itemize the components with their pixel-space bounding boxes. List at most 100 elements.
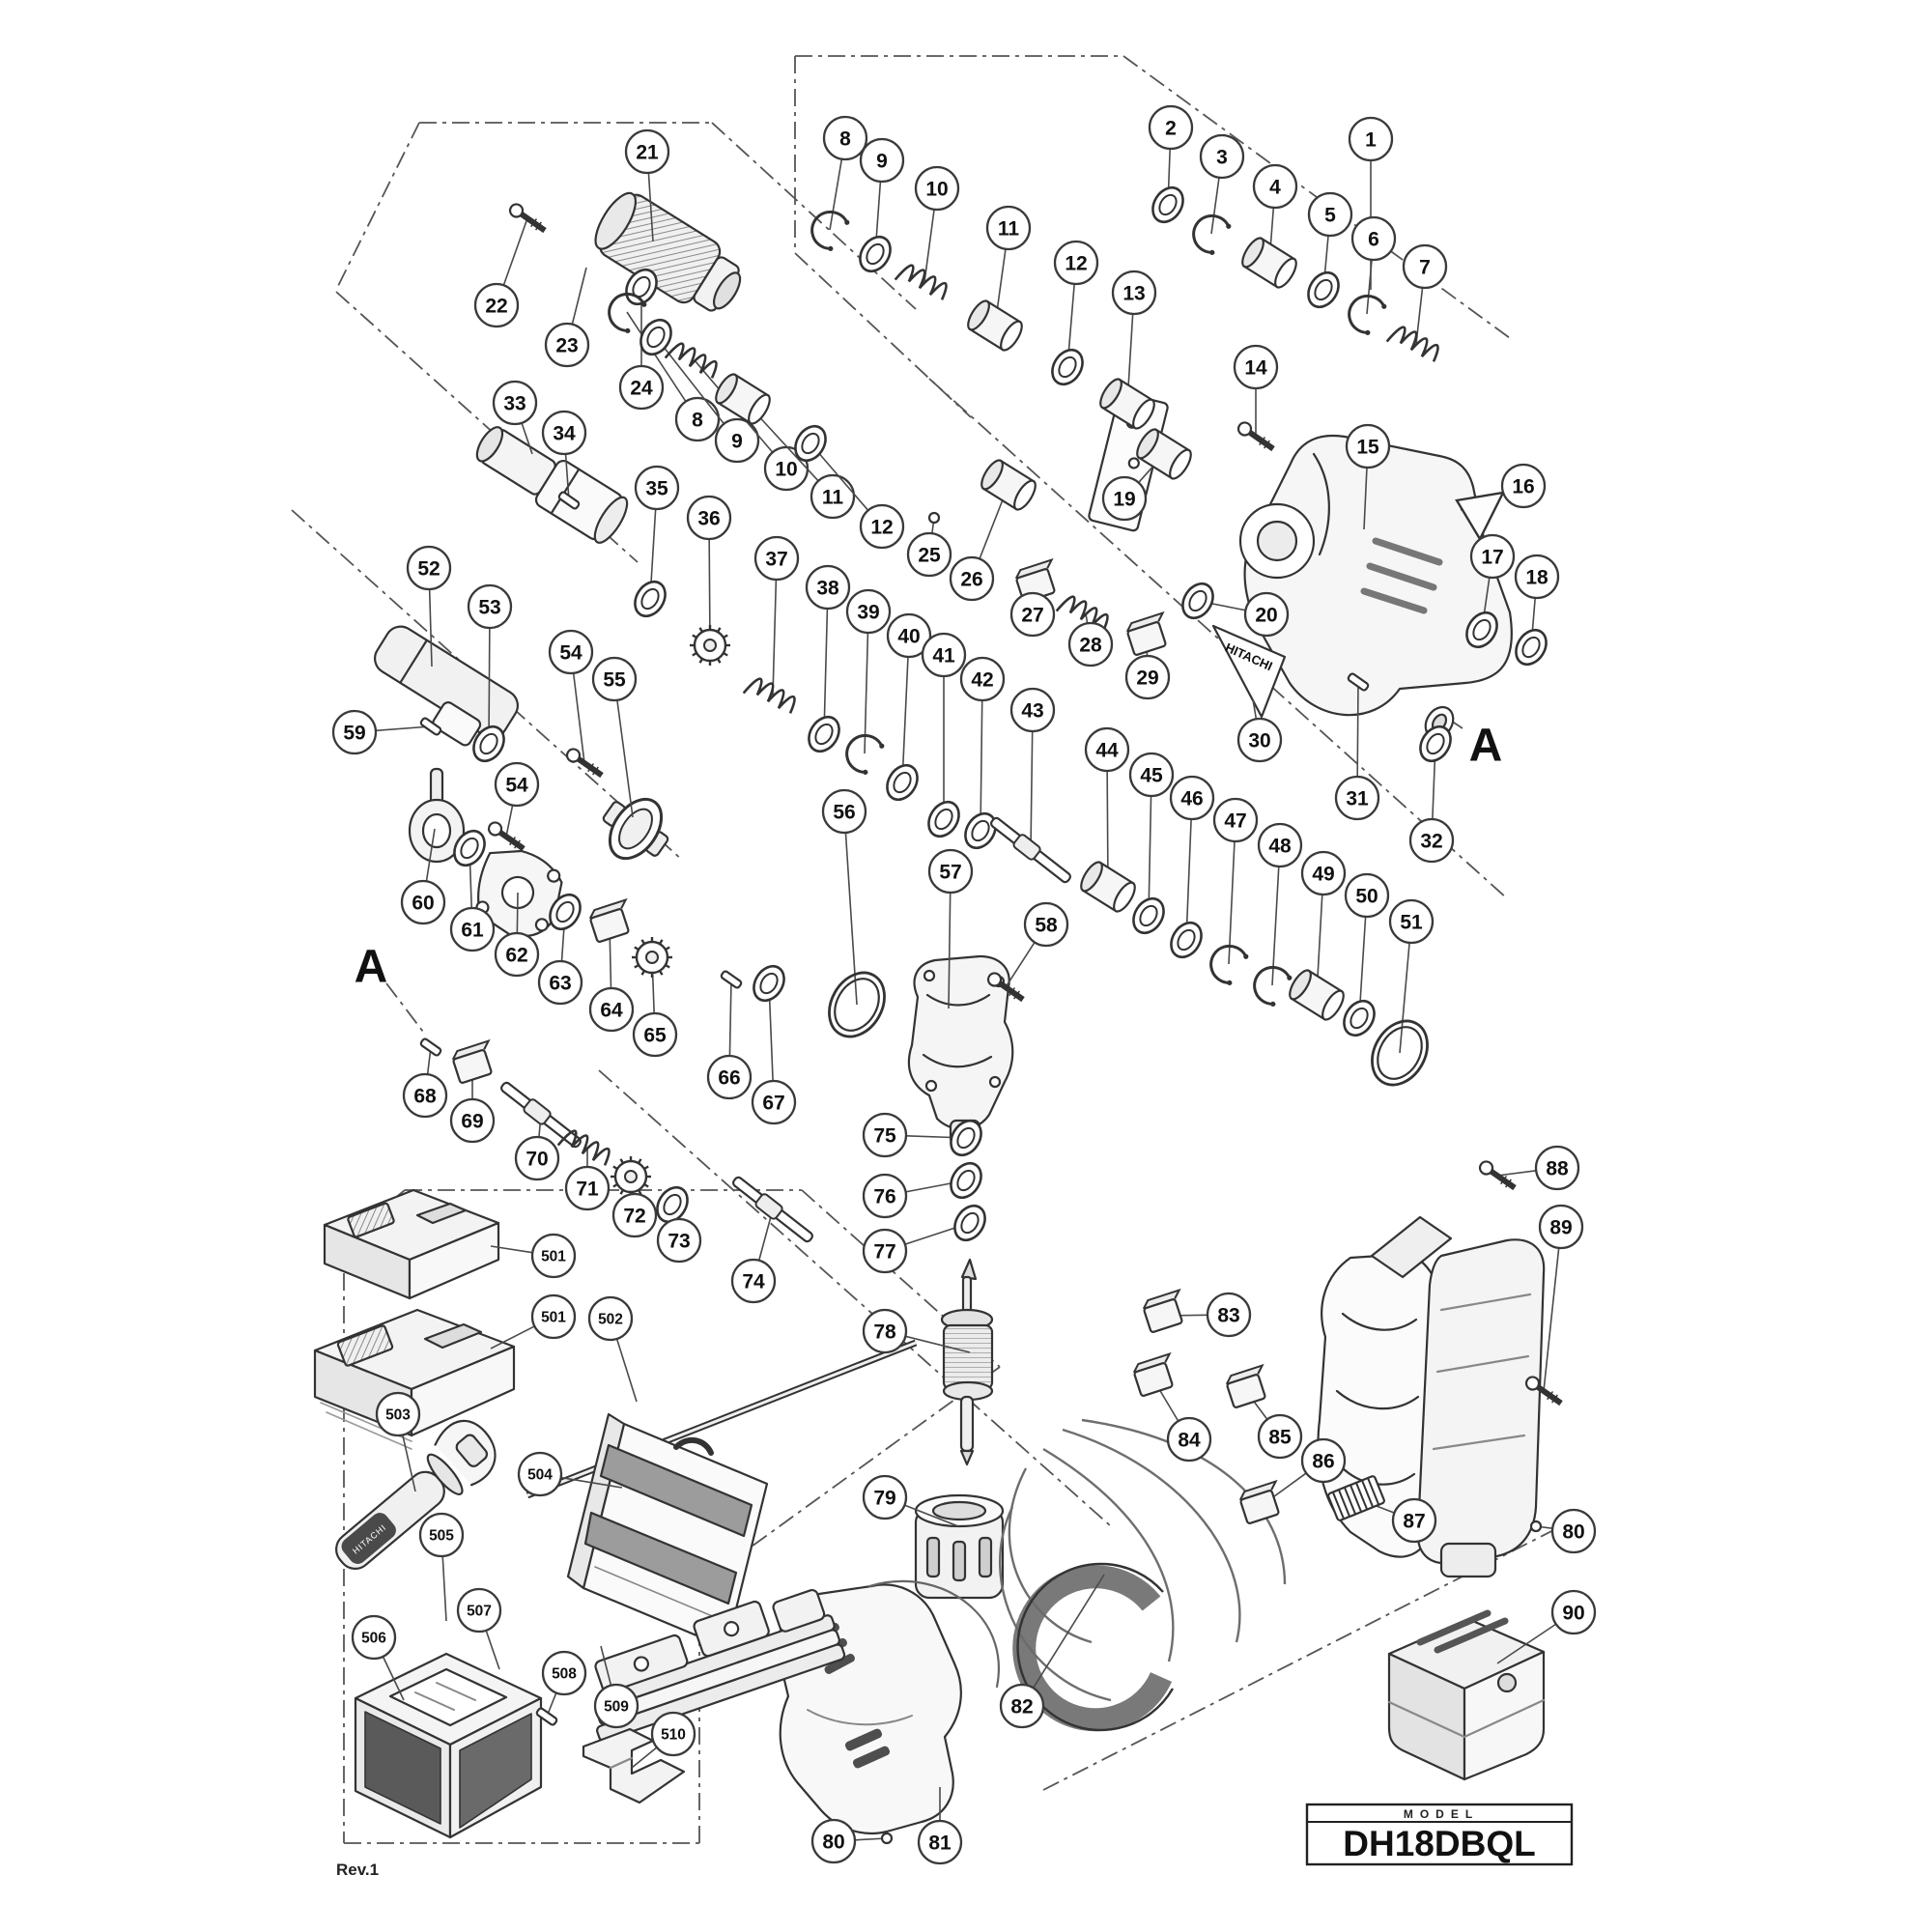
part-glyph-ring (549, 893, 582, 931)
svg-text:503: 503 (385, 1407, 411, 1424)
svg-text:18: 18 (1525, 567, 1548, 589)
svg-text:52: 52 (417, 558, 440, 581)
shift-arm-sketch (374, 625, 519, 747)
balloon-19: 19 (1101, 475, 1148, 522)
group-boundary-line (698, 1366, 1001, 1585)
leader-line (905, 1335, 971, 1353)
leader-line (502, 217, 528, 286)
leader-line (571, 267, 587, 325)
svg-text:29: 29 (1136, 668, 1158, 690)
svg-text:68: 68 (413, 1086, 437, 1108)
leader-line (864, 632, 869, 754)
balloon-33: 33 (492, 380, 538, 426)
leader-line (516, 892, 519, 934)
svg-text:53: 53 (478, 597, 500, 619)
svg-text:3: 3 (1216, 147, 1228, 169)
svg-text:9: 9 (876, 151, 888, 173)
balloon-80: 80 (810, 1818, 857, 1864)
part-glyph-ring (1051, 348, 1084, 386)
svg-text:30: 30 (1248, 730, 1270, 753)
balloon-69: 69 (449, 1097, 496, 1144)
leader-line (829, 158, 843, 231)
svg-text:36: 36 (697, 508, 720, 530)
part-glyph-shaft (990, 816, 1071, 884)
callout-annotations: 1234567891011121314151617181920212223248… (331, 104, 1597, 1865)
part-glyph-ring (1465, 611, 1498, 649)
balloon-4: 4 (1252, 163, 1298, 210)
part-glyph-spring (1385, 326, 1439, 362)
part-glyph-cylinder (1241, 237, 1297, 289)
boot-sketch (408, 767, 466, 864)
leader-line (1356, 681, 1359, 778)
leader-line (1363, 467, 1368, 530)
part-glyph-spring (1055, 595, 1109, 632)
balloon-52: 52 (406, 545, 452, 591)
balloon-34: 34 (541, 410, 587, 456)
balloon-40: 40 (886, 612, 932, 659)
balloon-37: 37 (753, 535, 800, 582)
balloon-35: 35 (634, 465, 680, 511)
balloon-15: 15 (1345, 423, 1391, 469)
svg-text:508: 508 (552, 1666, 577, 1683)
balloon-1: 1 (1348, 116, 1394, 162)
svg-text:504: 504 (527, 1467, 553, 1484)
part-glyph-screw (1478, 1160, 1517, 1191)
svg-text:60: 60 (412, 893, 434, 915)
balloon-12: 12 (1053, 240, 1099, 286)
svg-text:87: 87 (1403, 1511, 1425, 1533)
part-glyph-block (451, 1038, 493, 1084)
leader-line (425, 828, 436, 882)
model-plate-box (1305, 1803, 1574, 1866)
svg-text:42: 42 (971, 669, 993, 692)
group-boundary-line (335, 122, 420, 291)
svg-text:88: 88 (1546, 1158, 1569, 1180)
balloon-67: 67 (751, 1079, 797, 1125)
part-glyph-ring (656, 1185, 689, 1224)
balloon-502: 502 (587, 1295, 634, 1342)
balloon-9: 9 (714, 417, 760, 464)
svg-text:507: 507 (467, 1604, 492, 1620)
leader-line (923, 209, 935, 283)
svg-text:54: 54 (505, 775, 528, 797)
part-glyph-ring (953, 1204, 986, 1242)
leader-line (1005, 942, 1036, 988)
leader-line (600, 1645, 612, 1686)
part-glyph-shaft (500, 1081, 582, 1149)
balloon-54: 54 (494, 761, 540, 808)
group-boundary-line (928, 378, 1508, 899)
svg-text:27: 27 (1021, 605, 1043, 627)
balloon-17: 17 (1469, 533, 1516, 580)
leader-line (1366, 259, 1373, 315)
part-glyph-dot (880, 1832, 894, 1845)
leader-line (490, 1325, 535, 1350)
balloon-59: 59 (331, 709, 378, 755)
leader-line (1252, 698, 1258, 720)
collar-sketch (602, 797, 669, 861)
svg-text:39: 39 (857, 602, 879, 624)
balloon-39: 39 (845, 588, 892, 635)
balloon-65: 65 (632, 1011, 678, 1058)
svg-text:8: 8 (692, 410, 703, 432)
svg-text:41: 41 (932, 645, 955, 668)
leader-line (382, 1656, 405, 1701)
balloon-68: 68 (402, 1072, 448, 1119)
balloon-10: 10 (914, 165, 960, 212)
balloon-58: 58 (1023, 901, 1069, 948)
group-boundary-line (385, 982, 424, 1033)
part-glyph-ring (1343, 999, 1376, 1037)
balloon-83: 83 (1206, 1292, 1252, 1338)
balloon-50: 50 (1344, 872, 1390, 919)
balloon-36: 36 (686, 495, 732, 541)
svg-text:509: 509 (604, 1699, 629, 1716)
balloon-13: 13 (1111, 270, 1157, 316)
wire-harness-sketch (998, 1418, 1287, 1702)
part-glyph-circlip (810, 210, 850, 251)
part-glyph-ring (1170, 921, 1203, 959)
svg-text:34: 34 (553, 423, 576, 445)
svg-text:90: 90 (1562, 1603, 1584, 1625)
model-plate: MODEL DH18DBQL (1305, 1803, 1574, 1866)
svg-text:38: 38 (816, 578, 839, 600)
balloon-23: 23 (544, 322, 590, 368)
svg-text:23: 23 (555, 335, 578, 357)
leader-line (1032, 1574, 1105, 1689)
